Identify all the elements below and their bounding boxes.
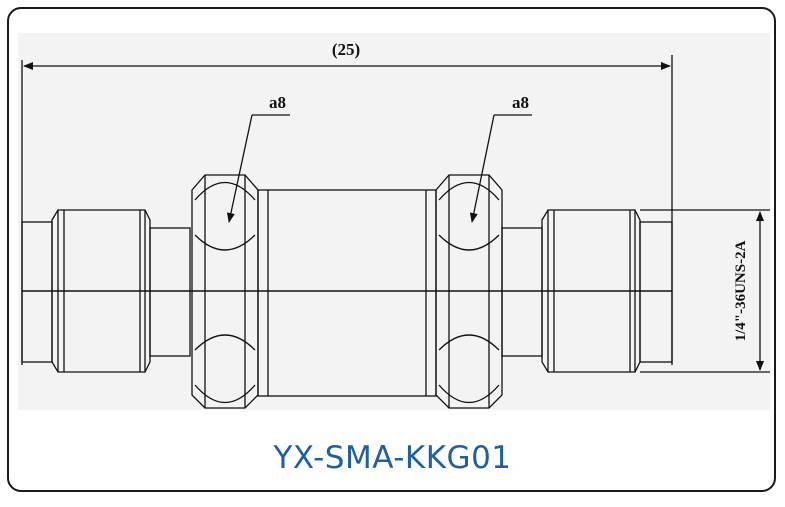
central-body: [257, 189, 437, 397]
callout-leader-right: [469, 114, 495, 223]
model-number-caption: YX-SMA-KKG01: [273, 440, 512, 476]
callout-label-right: a8: [512, 93, 529, 112]
thread-spec-label: 1/4"-36UNS-2A: [733, 240, 749, 341]
callout-label-left: a8: [269, 93, 286, 112]
callout-leader-left: [226, 114, 253, 223]
overall-length-label: (25): [332, 40, 360, 59]
